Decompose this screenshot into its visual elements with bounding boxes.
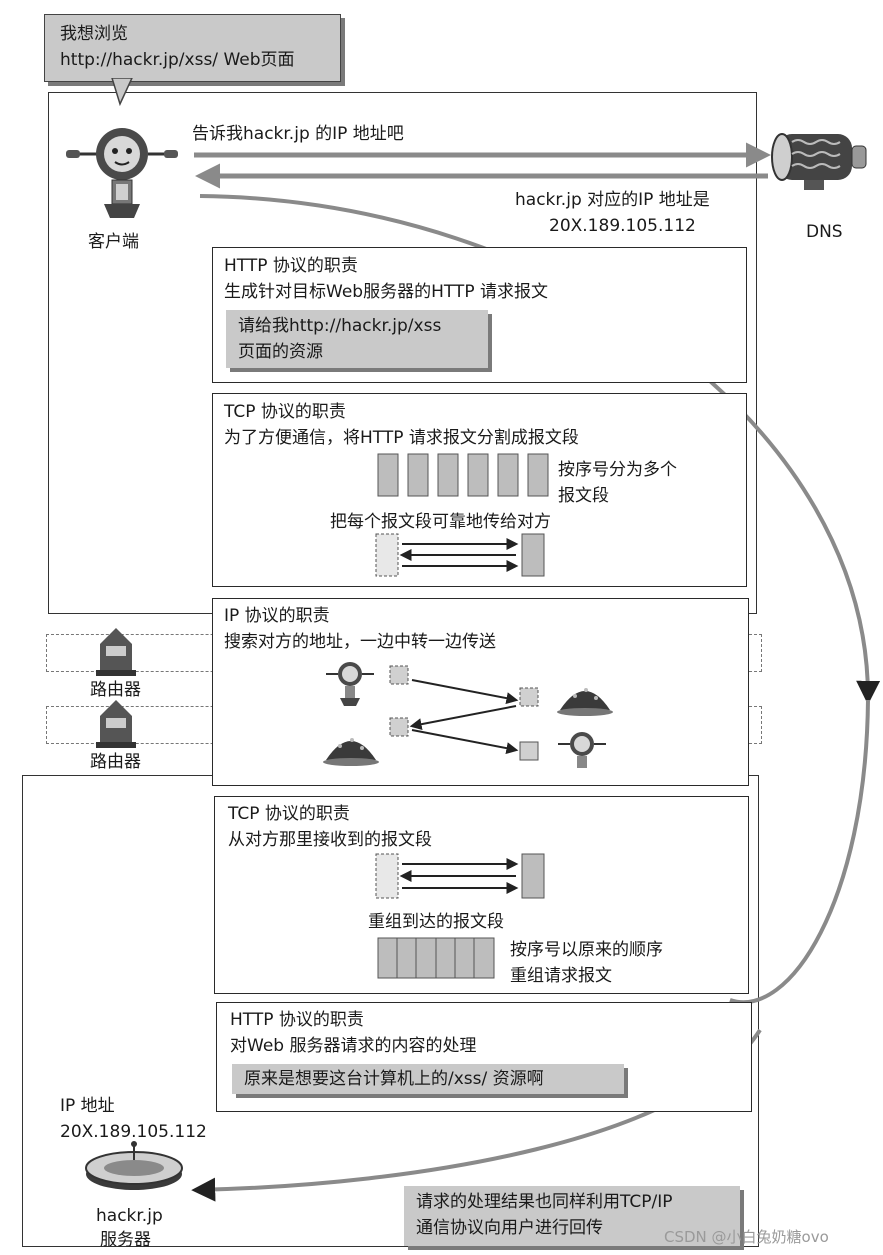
seg-note-line2: 报文段 — [558, 486, 609, 506]
bubble-tail — [111, 78, 133, 107]
server-ip-label: IP 地址 — [60, 1096, 115, 1116]
to-server-curve — [729, 699, 870, 1004]
ip-desc: 搜索对方的地址，一边中转一边传送 — [224, 632, 496, 652]
watermark: CSDN @小白兔奶糖ovo — [664, 1228, 829, 1246]
browse-bubble — [44, 14, 341, 82]
dns-answer-line1: hackr.jp 对应的IP 地址是 — [515, 190, 710, 210]
small-client-robot-icon — [326, 662, 374, 706]
reassemble-note1: 按序号以原来的顺序 — [510, 940, 663, 960]
small-server-robot-icon — [558, 732, 606, 768]
tcp-server-desc: 从对方那里接收到的报文段 — [228, 830, 432, 850]
client-label: 客户端 — [88, 232, 139, 252]
http-request-line2: 页面的资源 — [238, 342, 323, 362]
http-request-note — [226, 310, 488, 368]
reassemble-text: 重组到达的报文段 — [368, 912, 504, 932]
seg-note-line1: 按序号分为多个 — [558, 460, 677, 480]
http-result-text: 原来是想要这台计算机上的/xss/ 资源啊 — [244, 1069, 544, 1089]
reassemble-note2: 重组请求报文 — [510, 966, 612, 986]
ip-routing-graphic — [323, 662, 613, 768]
server-ip-value: 20X.189.105.112 — [60, 1122, 207, 1142]
server-machine-icon — [85, 1141, 183, 1190]
http-server-desc: 对Web 服务器请求的内容的处理 — [230, 1036, 477, 1056]
http-request-line1: 请给我http://hackr.jp/xss — [238, 316, 442, 336]
http-client-desc: 生成针对目标Web服务器的HTTP 请求报文 — [224, 282, 548, 302]
dns-answer-line2: 20X.189.105.112 — [549, 216, 696, 236]
http-server-title: HTTP 协议的职责 — [230, 1010, 364, 1030]
http-client-title: HTTP 协议的职责 — [224, 256, 358, 276]
tcp-client-title: TCP 协议的职责 — [224, 402, 346, 422]
http-result-note — [232, 1064, 624, 1094]
server-name-line1: hackr.jp — [96, 1206, 163, 1226]
router-turtle-icon-2 — [323, 738, 379, 766]
response-note — [404, 1186, 740, 1246]
router-icon-1 — [96, 628, 136, 676]
server-name-line2: 服务器 — [100, 1230, 151, 1250]
bubble-line2: http://hackr.jp/xss/ Web页面 — [60, 50, 295, 70]
router-icon-2 — [96, 700, 136, 748]
tcp-client-desc: 为了方便通信，将HTTP 请求报文分割成报文段 — [224, 428, 579, 448]
reliable-send-graphic — [375, 533, 545, 577]
bubble-line1: 我想浏览 — [60, 24, 128, 44]
tcp-server-title: TCP 协议的职责 — [228, 804, 350, 824]
receive-graphic — [375, 853, 545, 899]
client-robot-icon — [66, 128, 178, 218]
response-note-line1: 请求的处理结果也同样利用TCP/IP — [416, 1192, 673, 1212]
router-label-1: 路由器 — [90, 680, 141, 700]
segment-split-graphic — [377, 453, 549, 497]
send-note: 把每个报文段可靠地传给对方 — [330, 512, 551, 532]
reassembled-segments-graphic — [377, 937, 495, 979]
dns-server-icon — [771, 133, 867, 190]
ip-title: IP 协议的职责 — [224, 606, 330, 626]
router-turtle-icon-1 — [557, 688, 613, 716]
dns-query-text: 告诉我hackr.jp 的IP 地址吧 — [192, 124, 404, 144]
dns-label: DNS — [806, 222, 843, 242]
ip-box — [212, 598, 749, 786]
router-label-2: 路由器 — [90, 752, 141, 772]
response-note-line2: 通信协议向用户进行回传 — [416, 1218, 603, 1238]
